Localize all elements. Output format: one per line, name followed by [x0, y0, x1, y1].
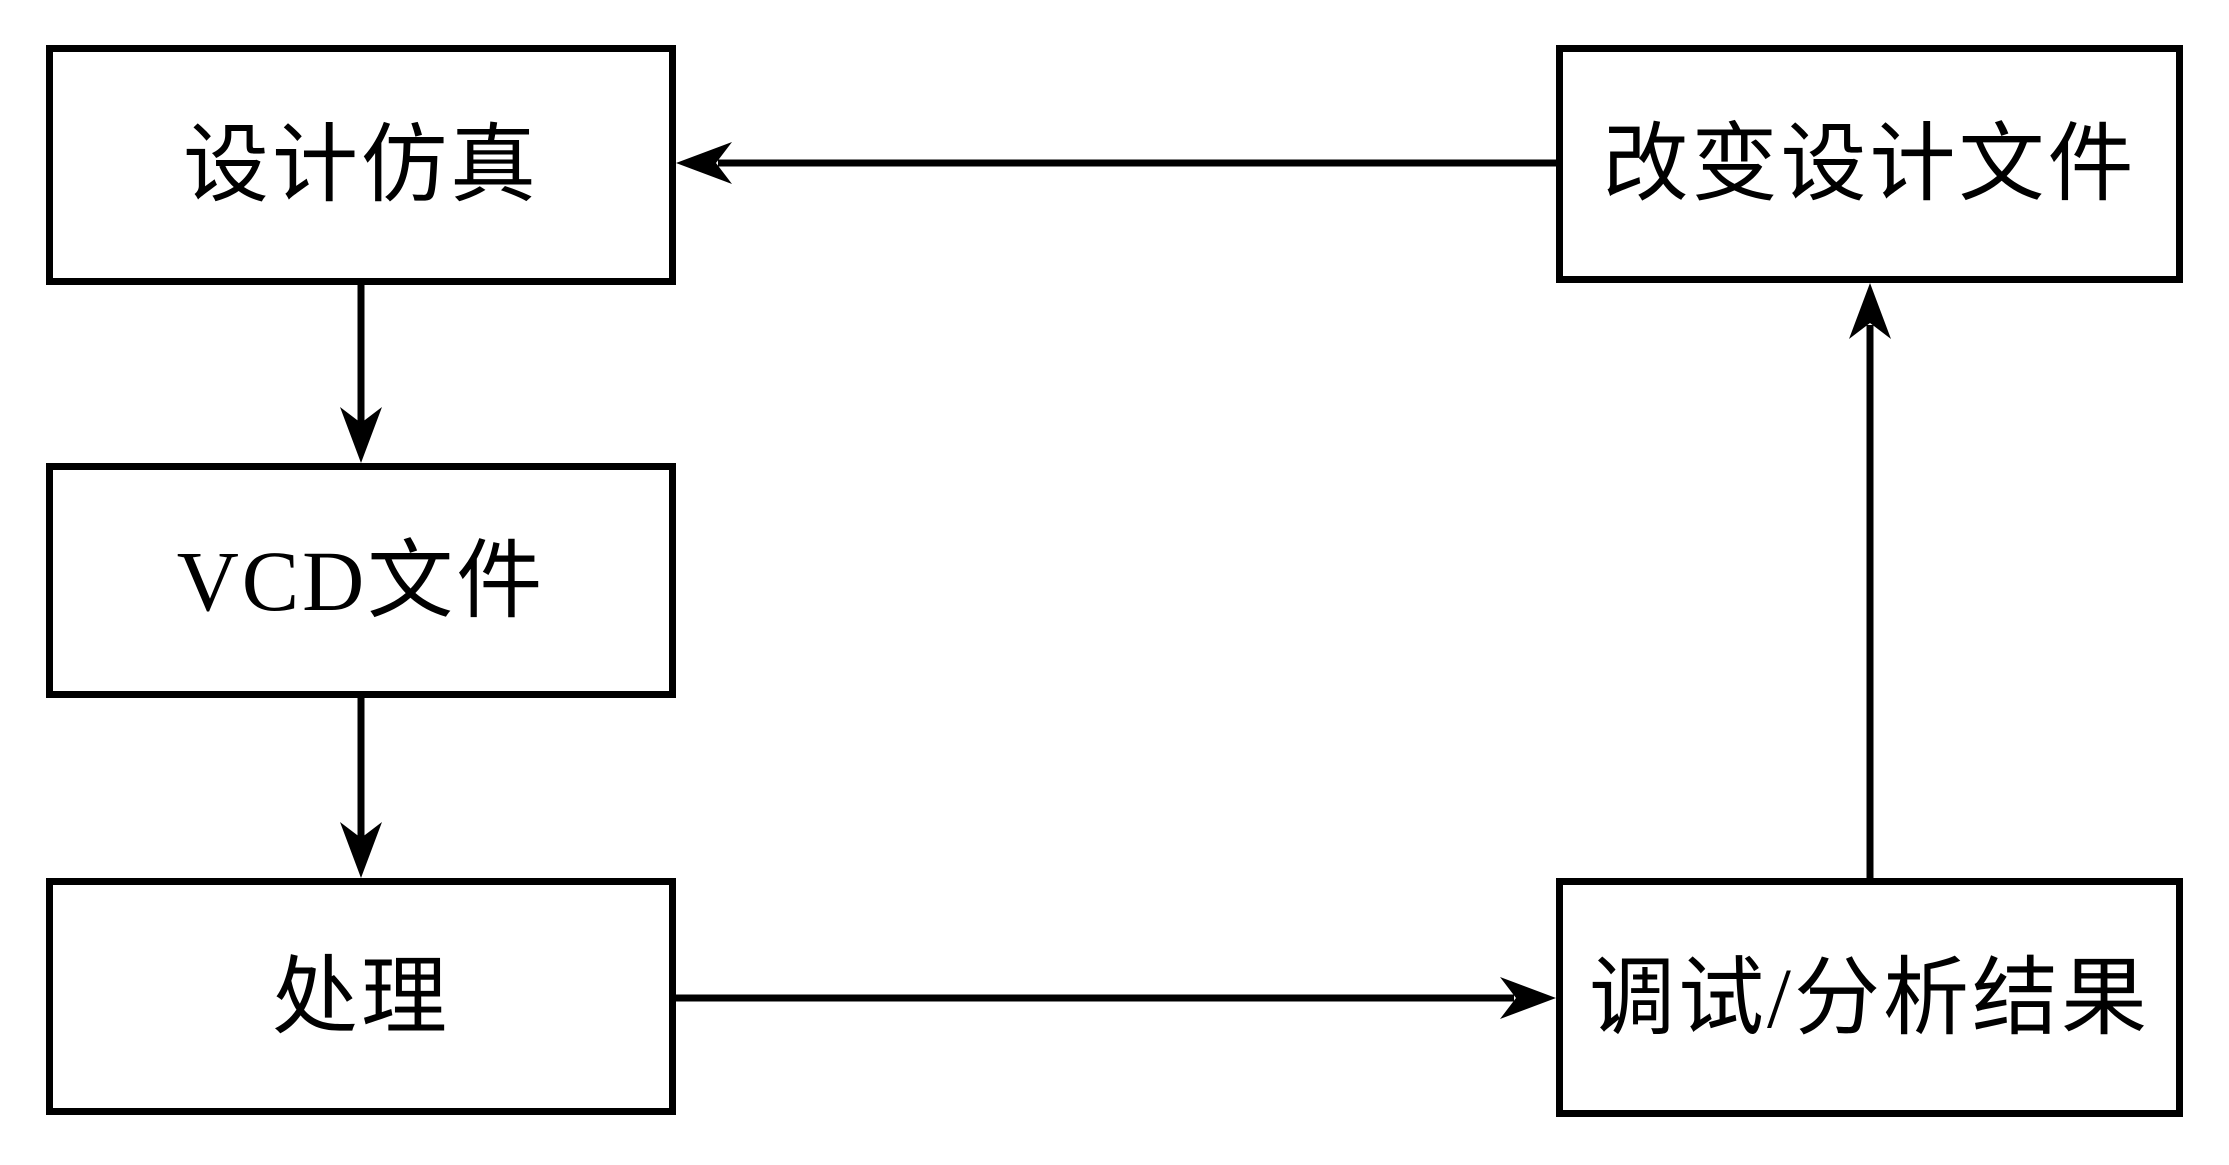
arrow-change-design-file-to-design-simulation [676, 142, 1556, 184]
node-design-simulation-label: 设计仿真 [183, 117, 539, 213]
node-vcd-file-label: VCD文件 [176, 532, 546, 629]
node-design-simulation: 设计仿真 [46, 45, 676, 285]
arrow-vcd-file-to-processing [340, 698, 382, 878]
node-debug-analysis-results-label: 调试/分析结果 [1589, 949, 2150, 1046]
arrow-design-simulation-to-vcd-file [340, 285, 382, 463]
node-change-design-file-label: 改变设计文件 [1602, 116, 2137, 212]
arrow-processing-to-debug-analysis-results [672, 977, 1556, 1019]
node-debug-analysis-results: 调试/分析结果 [1556, 878, 2183, 1117]
node-processing-label: 处理 [272, 948, 450, 1045]
node-change-design-file: 改变设计文件 [1556, 45, 2183, 283]
node-vcd-file: VCD文件 [46, 463, 676, 698]
arrow-debug-analysis-results-to-change-design-file [1849, 283, 1891, 878]
node-processing: 处理 [46, 878, 676, 1115]
